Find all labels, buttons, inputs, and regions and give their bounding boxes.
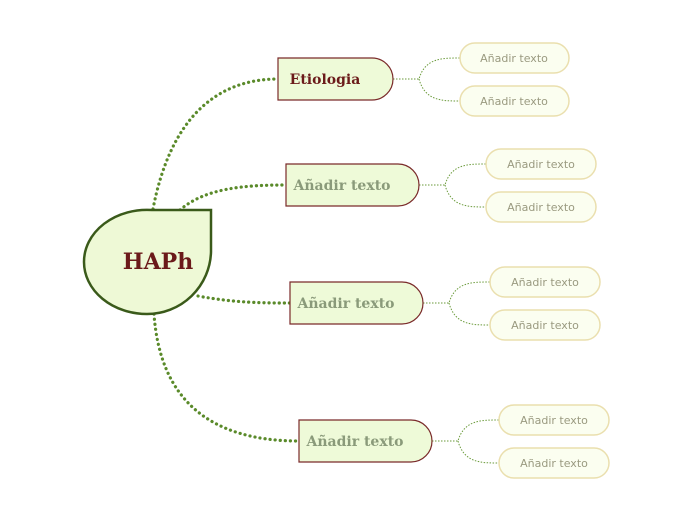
connectors xyxy=(151,57,500,464)
leaf-node-shape xyxy=(489,309,601,341)
leaf-connector xyxy=(393,57,461,80)
leaf-node[interactable]: Añadir texto xyxy=(459,42,570,74)
leaf-node[interactable]: Añadir texto xyxy=(485,191,597,223)
branch-node-4[interactable]: Añadir texto xyxy=(298,419,433,463)
leaf-node-shape xyxy=(489,266,601,298)
central-node-label: HAPh xyxy=(123,249,193,275)
leaf-connector xyxy=(419,163,487,186)
leaf-connector xyxy=(457,440,500,464)
central-node[interactable]: HAPh xyxy=(82,208,213,316)
leaf-node-label: Añadir texto xyxy=(520,457,588,470)
leaf-connector xyxy=(444,184,487,208)
branch-node-shape xyxy=(298,419,433,463)
branch-node-2[interactable]: Añadir texto xyxy=(285,163,420,207)
branch-node-label: Añadir texto xyxy=(293,177,391,194)
leaf-connector xyxy=(432,419,500,442)
leaf-node[interactable]: Añadir texto xyxy=(498,447,610,479)
branch-node-3[interactable]: Añadir texto xyxy=(289,281,424,325)
leaf-node-shape xyxy=(485,148,597,180)
leaf-node-label: Añadir texto xyxy=(507,158,575,171)
leaf-connector xyxy=(418,78,461,102)
leaf-node-label: Añadir texto xyxy=(480,95,548,108)
leaf-node[interactable]: Añadir texto xyxy=(498,404,610,436)
leaf-node-label: Añadir texto xyxy=(511,319,579,332)
leaf-node[interactable]: Añadir texto xyxy=(485,148,597,180)
central-node-shape xyxy=(82,208,213,316)
branch-node-label: Añadir texto xyxy=(297,295,395,312)
leaf-node-shape xyxy=(459,42,570,74)
leaf-connector xyxy=(423,281,491,304)
branch-node-etiologia[interactable]: Etiologia xyxy=(277,57,394,101)
branch-connector xyxy=(152,312,301,443)
leaf-node[interactable]: Añadir texto xyxy=(489,266,601,298)
branch-connector xyxy=(151,77,280,211)
leaf-node-shape xyxy=(459,85,570,117)
branch-node-shape xyxy=(289,281,424,325)
leaf-node-label: Añadir texto xyxy=(520,414,588,427)
leaf-node-label: Añadir texto xyxy=(507,201,575,214)
branch-connector xyxy=(196,294,292,305)
leaf-node-label: Añadir texto xyxy=(511,276,579,289)
leaf-node-shape xyxy=(498,404,610,436)
leaf-node-shape xyxy=(485,191,597,223)
leaf-node[interactable]: Añadir texto xyxy=(489,309,601,341)
leaf-node-label: Añadir texto xyxy=(480,52,548,65)
branch-node-label: Añadir texto xyxy=(306,433,404,450)
leaf-node[interactable]: Añadir texto xyxy=(459,85,570,117)
branch-connector xyxy=(178,183,288,212)
leaf-connector xyxy=(448,302,491,326)
branch-node-shape xyxy=(277,57,394,101)
branch-node-label: Etiologia xyxy=(290,72,361,88)
branch-node-shape xyxy=(285,163,420,207)
leaf-node-shape xyxy=(498,447,610,479)
